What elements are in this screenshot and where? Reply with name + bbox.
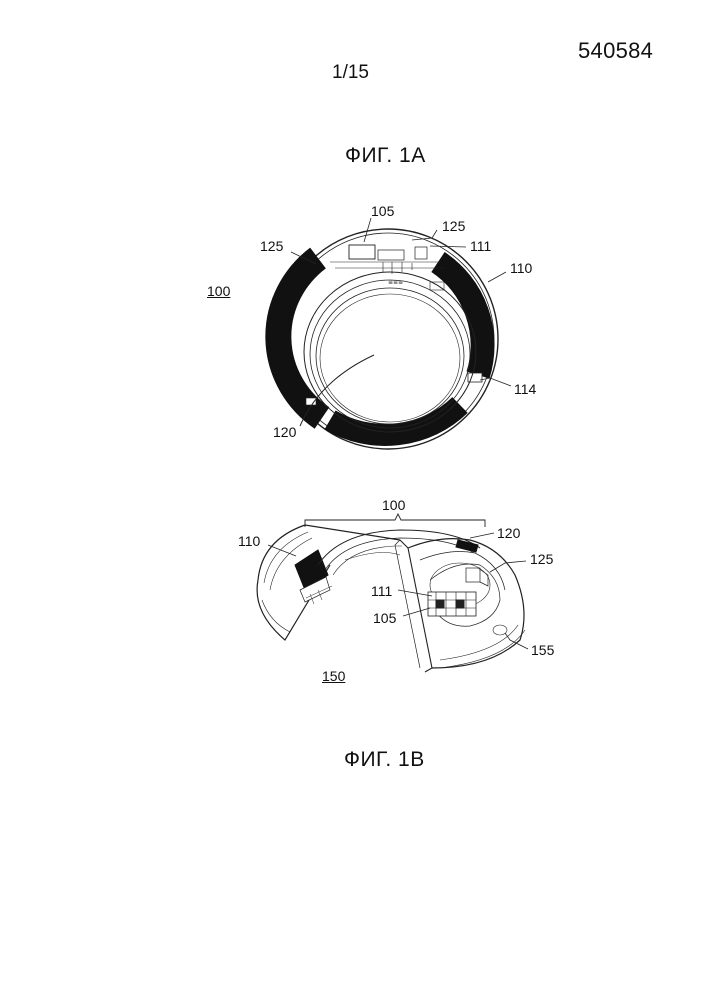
label-125-right-fig1a: 125: [442, 218, 465, 234]
inner-ring-4: [320, 294, 460, 422]
label-110-fig1b: 110: [238, 533, 260, 549]
label-114-fig1a: 114: [514, 381, 536, 397]
label-111-fig1a: 111: [470, 238, 491, 254]
label-105-fig1b: 105: [373, 610, 396, 626]
cut-edge: [400, 540, 432, 672]
label-100-fig1a: 100: [207, 283, 230, 299]
label-125-fig1b: 125: [530, 551, 553, 567]
label-155-fig1b: 155: [531, 642, 554, 658]
label-105-fig1a: 105: [371, 203, 394, 219]
inner-ring-3: [316, 288, 464, 424]
chip-block-2: [378, 250, 404, 260]
figure-1b-drawing: [257, 514, 528, 672]
label-111-fig1b: 111: [371, 583, 392, 599]
label-150-fig1b: 150: [322, 668, 345, 684]
label-120-fig1a: 120: [273, 424, 296, 440]
brace-100: [305, 514, 485, 527]
connector-block: [415, 247, 427, 259]
label-120-fig1b: 120: [497, 525, 520, 541]
label-110-fig1a: 110: [510, 260, 532, 276]
label-125-left-fig1a: 125: [260, 238, 283, 254]
chip-block: [349, 245, 375, 259]
label-100-fig1b: 100: [382, 497, 405, 513]
